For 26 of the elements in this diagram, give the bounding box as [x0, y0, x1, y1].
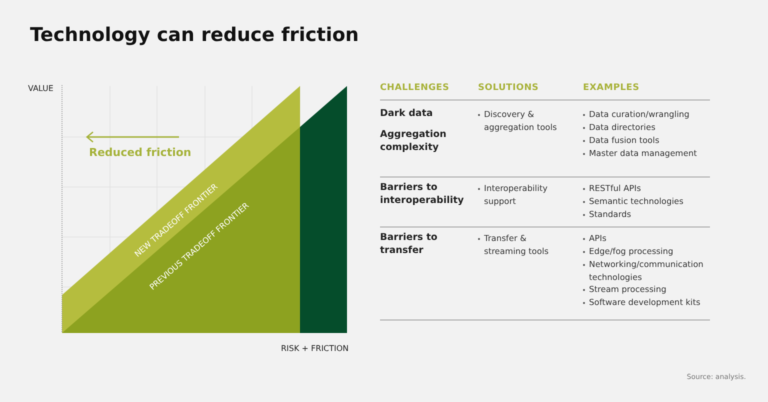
column-header: SOLUTIONS	[478, 83, 539, 93]
example-text: Stream processing	[583, 283, 714, 296]
example-text: Data fusion tools	[583, 134, 714, 146]
column-header: CHALLENGES	[380, 83, 450, 93]
challenge-text: Dark data	[380, 108, 434, 120]
axis-label: VALUE	[28, 84, 54, 93]
example-text: Edge/fog processing	[583, 245, 714, 258]
solution-text: Discovery & aggregation tools	[478, 108, 559, 133]
example-text: RESTful APIs	[583, 182, 714, 194]
challenge-text: Barriers to interoperability	[380, 182, 465, 207]
example-text: Software development kits	[583, 296, 714, 308]
axis-label: RISK + FRICTION	[281, 344, 349, 353]
challenge-text: Barriers to transfer	[380, 232, 438, 257]
title: Technology can reduce friction	[30, 24, 359, 46]
column-header: EXAMPLES	[583, 83, 640, 93]
example-text: Master data management	[583, 147, 714, 160]
example-text: Standards	[583, 208, 714, 220]
example-text: Semantic technologies	[583, 195, 714, 208]
example-text: Data directories	[583, 121, 714, 134]
example-text: Networking/communication technologies	[583, 258, 714, 283]
example-text: Data curation/wrangling	[583, 108, 714, 120]
solution-text: Transfer & streaming tools	[478, 232, 559, 257]
chart-label: Reduced friction	[89, 146, 192, 159]
solution-text: Interoperability support	[478, 182, 559, 207]
example-text: APIs	[583, 232, 714, 244]
challenge-text: Aggregation complexity	[380, 129, 448, 154]
